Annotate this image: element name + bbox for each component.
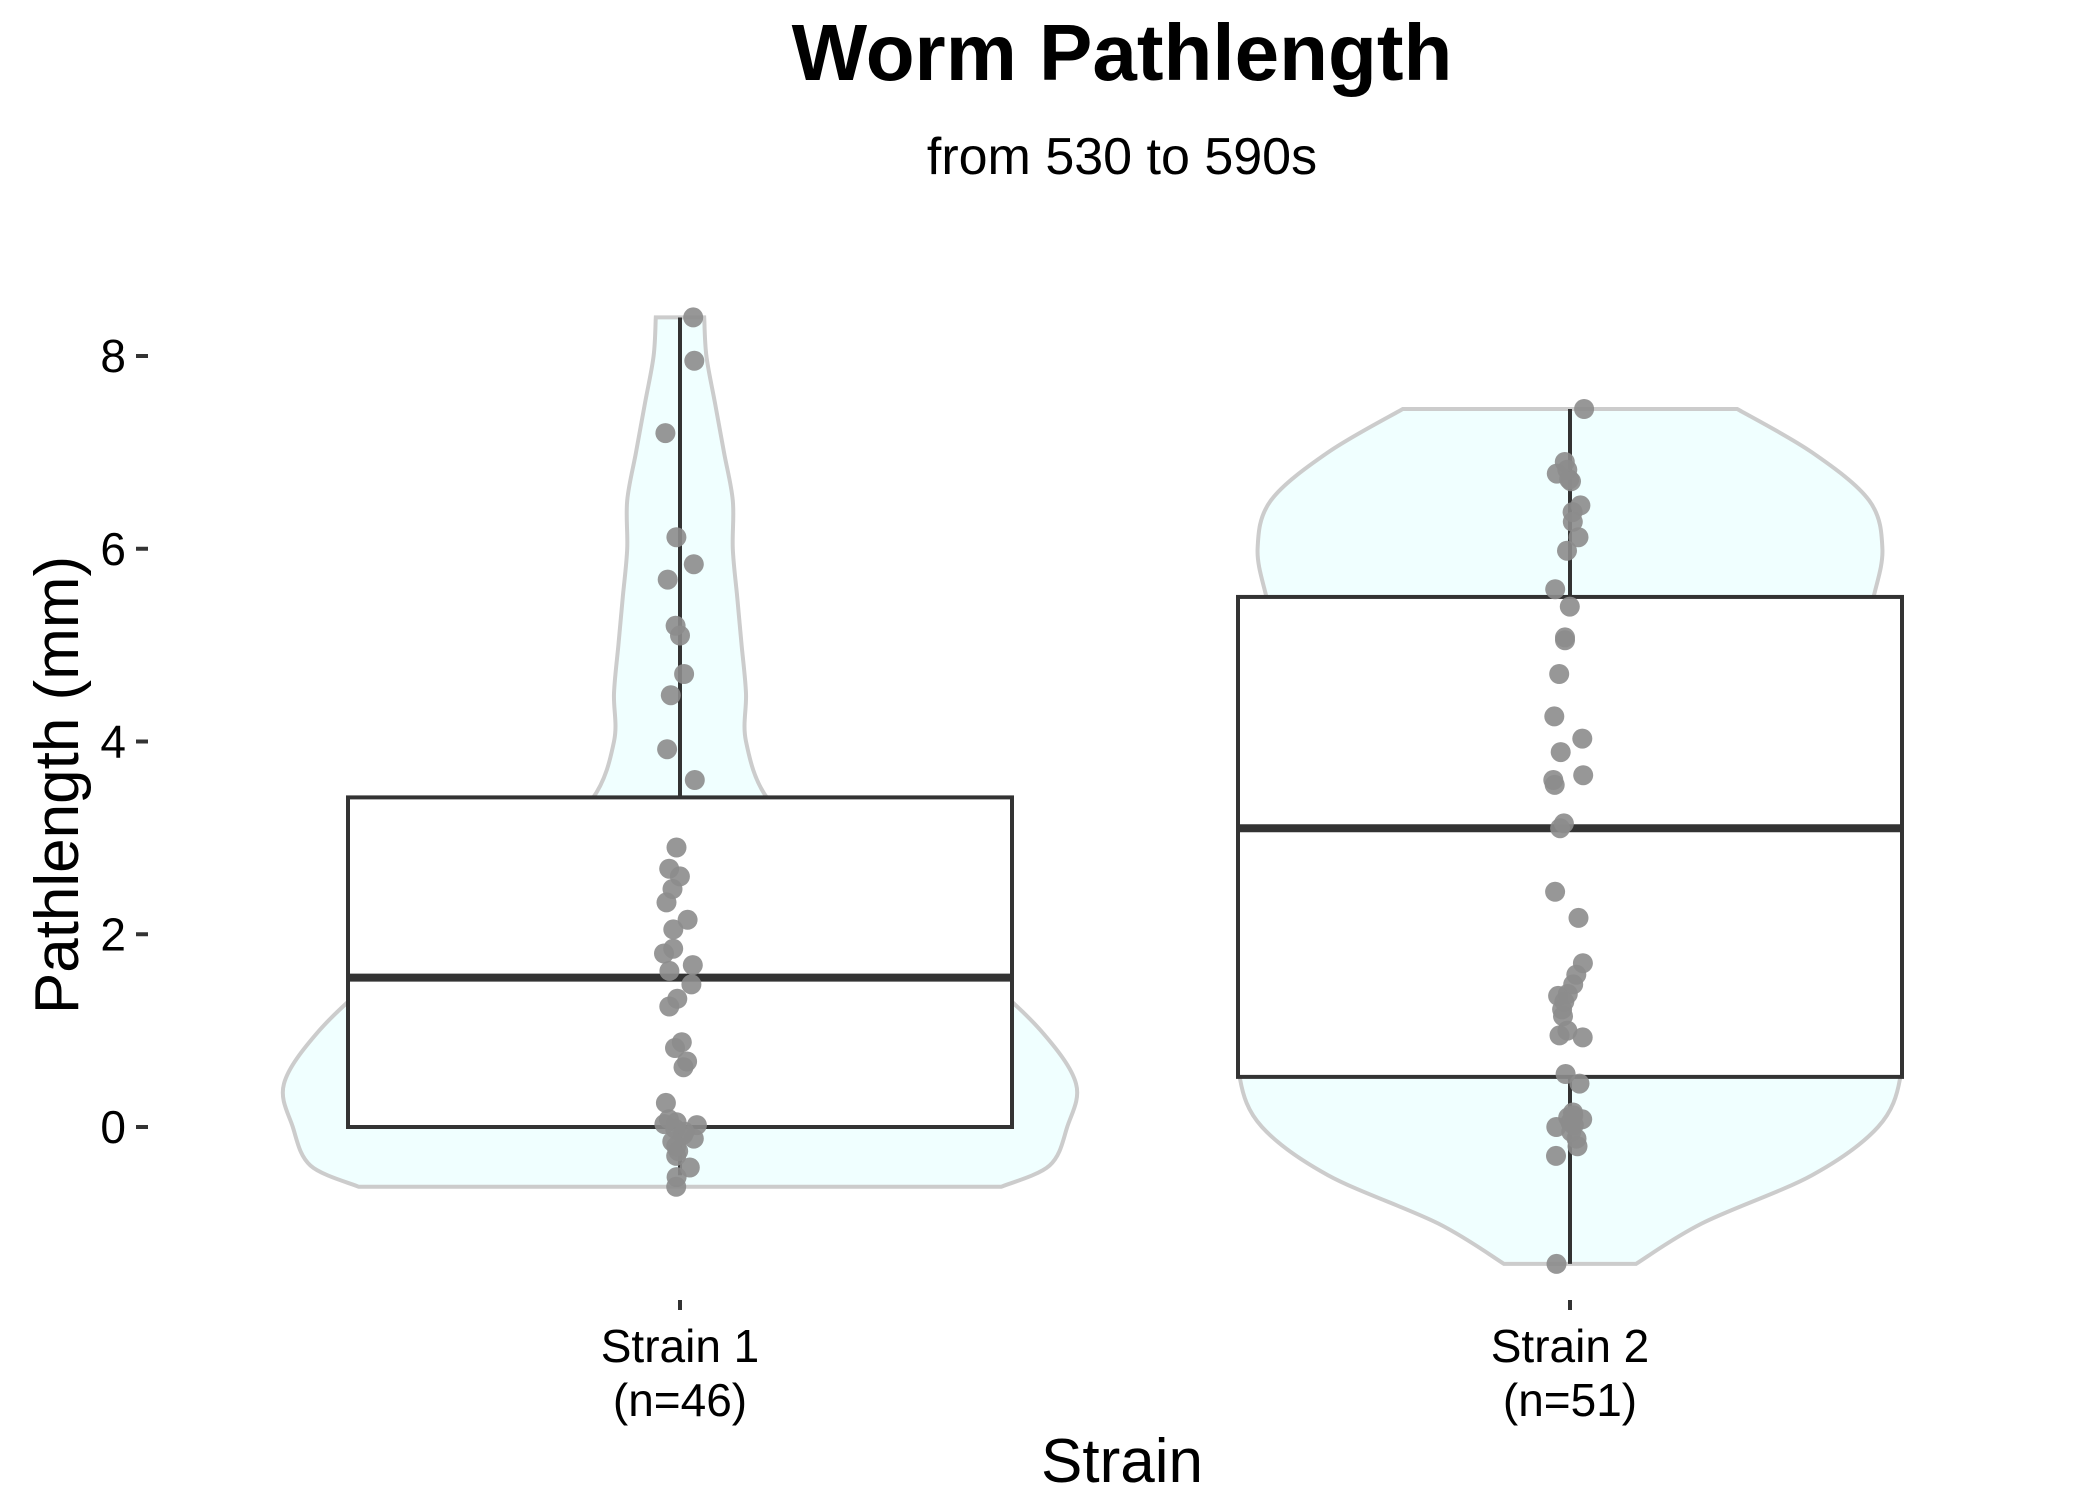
data-point <box>663 919 684 940</box>
box-layer <box>346 594 1904 1130</box>
data-point <box>1546 1145 1566 1166</box>
data-point <box>665 1038 685 1058</box>
data-point <box>1574 399 1595 419</box>
data-point <box>1567 1136 1588 1157</box>
data-point <box>1568 907 1589 928</box>
data-point <box>681 974 702 995</box>
data-point <box>1549 664 1570 684</box>
data-point <box>1550 818 1571 839</box>
data-point <box>677 909 698 930</box>
data-point <box>683 307 704 328</box>
y-axis-label: Pathlength (mm) <box>23 556 92 1014</box>
data-point <box>660 685 681 706</box>
y-tick-label: 4 <box>100 716 126 768</box>
data-point <box>684 350 705 371</box>
y-tick-label: 2 <box>100 908 126 960</box>
data-point <box>1548 985 1569 1006</box>
data-point <box>666 527 687 548</box>
x-axis-label: Strain <box>1041 1427 1203 1496</box>
data-point <box>655 1092 676 1113</box>
data-point <box>655 423 676 444</box>
data-point <box>1562 511 1583 532</box>
chart-title: Worm Pathlength <box>792 8 1453 97</box>
data-point <box>1545 579 1566 600</box>
data-point <box>666 1145 687 1166</box>
chart-subtitle: from 530 to 590s <box>927 128 1317 186</box>
y-axis: 0 2 4 6 8 <box>100 330 148 1153</box>
x-tick-label-strain-1: Strain 1 <box>601 1320 760 1372</box>
data-point <box>1572 1027 1593 1048</box>
data-point <box>657 739 678 760</box>
y-tick-label: 8 <box>100 330 126 382</box>
data-point <box>1546 1117 1567 1137</box>
point-layer <box>654 307 1595 1274</box>
data-point <box>1559 596 1580 617</box>
data-point <box>1573 765 1594 786</box>
data-point <box>1545 881 1566 902</box>
data-point <box>670 625 690 646</box>
data-point <box>666 1176 687 1197</box>
data-point <box>1546 1253 1567 1274</box>
data-point <box>1544 706 1565 727</box>
plot-area <box>280 307 1904 1274</box>
data-point <box>666 837 687 858</box>
data-point <box>659 960 680 981</box>
data-point <box>1568 527 1589 548</box>
data-point <box>674 664 695 684</box>
x-axis: Strain 1(n=46) Strain 2(n=51) <box>601 1300 1650 1426</box>
data-point <box>1557 540 1577 561</box>
data-point <box>656 892 677 913</box>
data-point <box>683 554 704 575</box>
data-point <box>673 1057 694 1078</box>
data-point <box>654 943 674 964</box>
x-tick-label-strain-2: Strain 2 <box>1491 1320 1650 1372</box>
data-point <box>1544 774 1565 795</box>
data-point <box>1561 471 1581 492</box>
data-point <box>659 996 680 1017</box>
data-point <box>1549 1025 1570 1046</box>
x-tick-n-label-strain-2: (n=51) <box>1503 1374 1637 1426</box>
x-tick-n-label-strain-1: (n=46) <box>613 1374 747 1426</box>
data-point <box>682 955 703 976</box>
y-tick-label: 0 <box>100 1101 126 1153</box>
data-point <box>683 1128 704 1149</box>
data-point <box>1572 728 1593 749</box>
data-point <box>1555 1064 1576 1084</box>
data-point <box>1569 1073 1590 1094</box>
data-point <box>684 770 705 790</box>
data-point <box>1550 742 1571 763</box>
data-point <box>1555 630 1575 651</box>
y-tick-label: 6 <box>100 523 126 575</box>
data-point <box>657 569 678 590</box>
